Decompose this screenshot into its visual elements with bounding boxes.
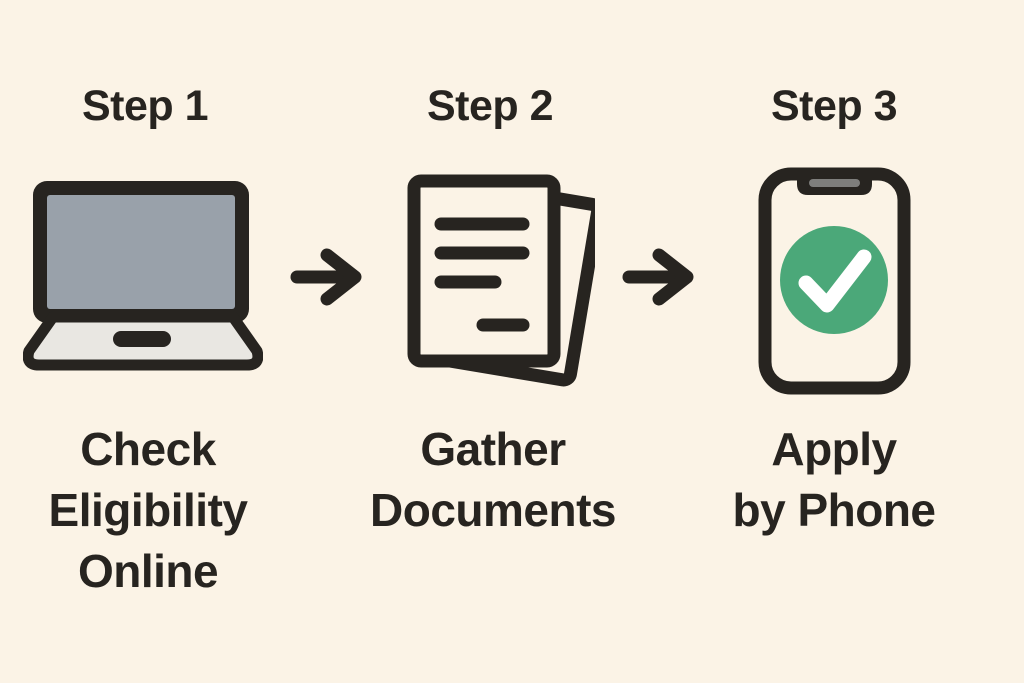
caption-line: Documents: [370, 484, 616, 536]
caption-line: Apply: [771, 423, 897, 475]
phone-check-icon: [757, 166, 912, 396]
step-2-label: Step 2: [426, 82, 554, 130]
caption-line: Check: [80, 423, 216, 475]
documents-icon-svg: [407, 174, 595, 387]
step-2-caption: Gather Documents: [328, 419, 658, 541]
step-3-label: Step 3: [770, 82, 898, 130]
laptop-icon: [23, 179, 263, 375]
front-page: [407, 174, 561, 368]
check-circle: [780, 226, 888, 334]
laptop-touchpad: [113, 331, 171, 347]
arrow-step2-to-step3-icon: [621, 245, 701, 309]
step-1-caption: Check Eligibility Online: [0, 419, 313, 602]
check-mark-icon: [798, 249, 872, 313]
step-1-label: Step 1: [81, 82, 209, 130]
caption-line: by Phone: [732, 484, 936, 536]
caption-line: Online: [77, 545, 219, 597]
caption-line: Eligibility: [48, 484, 248, 536]
phone-speaker: [809, 179, 860, 187]
phone-check-icon-svg: [758, 167, 911, 395]
laptop-screen: [47, 195, 235, 309]
documents-icon: [403, 170, 595, 388]
laptop-icon-svg: [23, 181, 263, 371]
caption-line: Gather: [420, 423, 566, 475]
arrow-step1-to-step2-icon: [289, 245, 369, 309]
step-3-caption: Apply by Phone: [669, 419, 999, 541]
